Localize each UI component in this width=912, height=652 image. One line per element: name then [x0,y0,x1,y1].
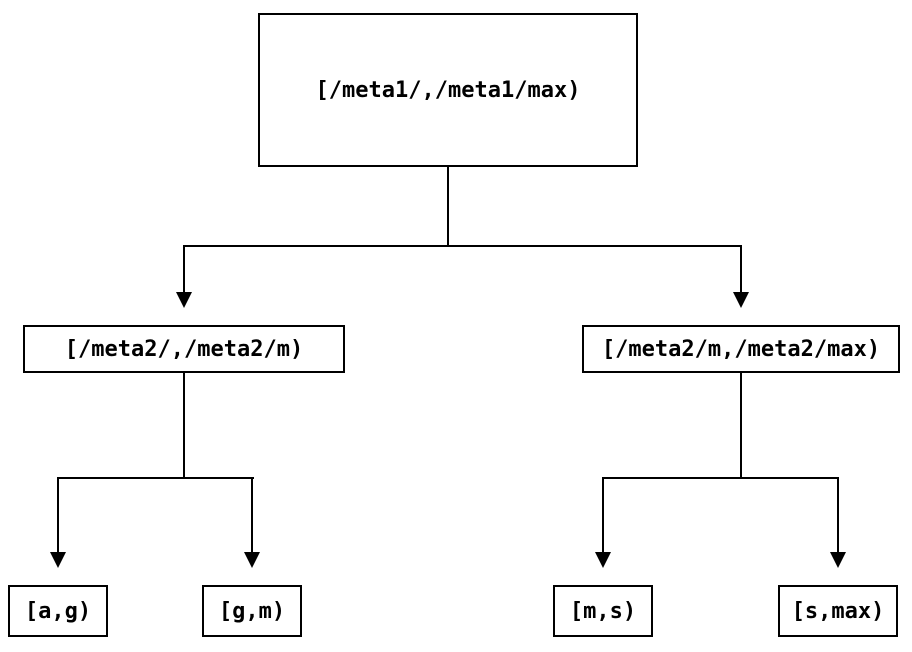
tree-node-root-label: [/meta1/,/meta1/max) [315,77,581,103]
arrowhead-down-icon [176,292,192,308]
tree-node-meta2-right: [/meta2/m,/meta2/max) [582,325,900,373]
tree-leaf-gm: [g,m) [202,585,302,637]
edge-right-to-ms-drop [602,477,604,552]
tree-leaf-smax: [s,max) [778,585,898,637]
arrowhead-down-icon [244,552,260,568]
tree-node-root: [/meta1/,/meta1/max) [258,13,638,167]
arrowhead-down-icon [50,552,66,568]
edge-right-split-bar [602,477,839,479]
edge-root-to-left-drop [183,245,185,292]
arrowhead-down-icon [830,552,846,568]
edge-left-split-bar [57,477,254,479]
edge-left-to-gm-drop [251,477,253,552]
arrowhead-down-icon [733,292,749,308]
edge-root-to-right-drop [740,245,742,292]
tree-leaf-smax-label: [s,max) [791,598,885,624]
tree-leaf-ms-label: [m,s) [569,598,637,624]
edge-root-stem [447,167,449,247]
tree-leaf-ag-label: [a,g) [24,598,92,624]
tree-leaf-ag: [a,g) [8,585,108,637]
tree-node-meta2-right-label: [/meta2/m,/meta2/max) [601,336,881,362]
tree-node-meta2-left-label: [/meta2/,/meta2/m) [64,336,304,362]
arrowhead-down-icon [595,552,611,568]
tree-node-meta2-left: [/meta2/,/meta2/m) [23,325,345,373]
tree-leaf-gm-label: [g,m) [218,598,286,624]
edge-left-stem [183,373,185,479]
tree-leaf-ms: [m,s) [553,585,653,637]
edge-root-split-bar [183,245,742,247]
edge-right-to-smax-drop [837,477,839,552]
edge-right-stem [740,373,742,479]
edge-left-to-ag-drop [57,477,59,552]
